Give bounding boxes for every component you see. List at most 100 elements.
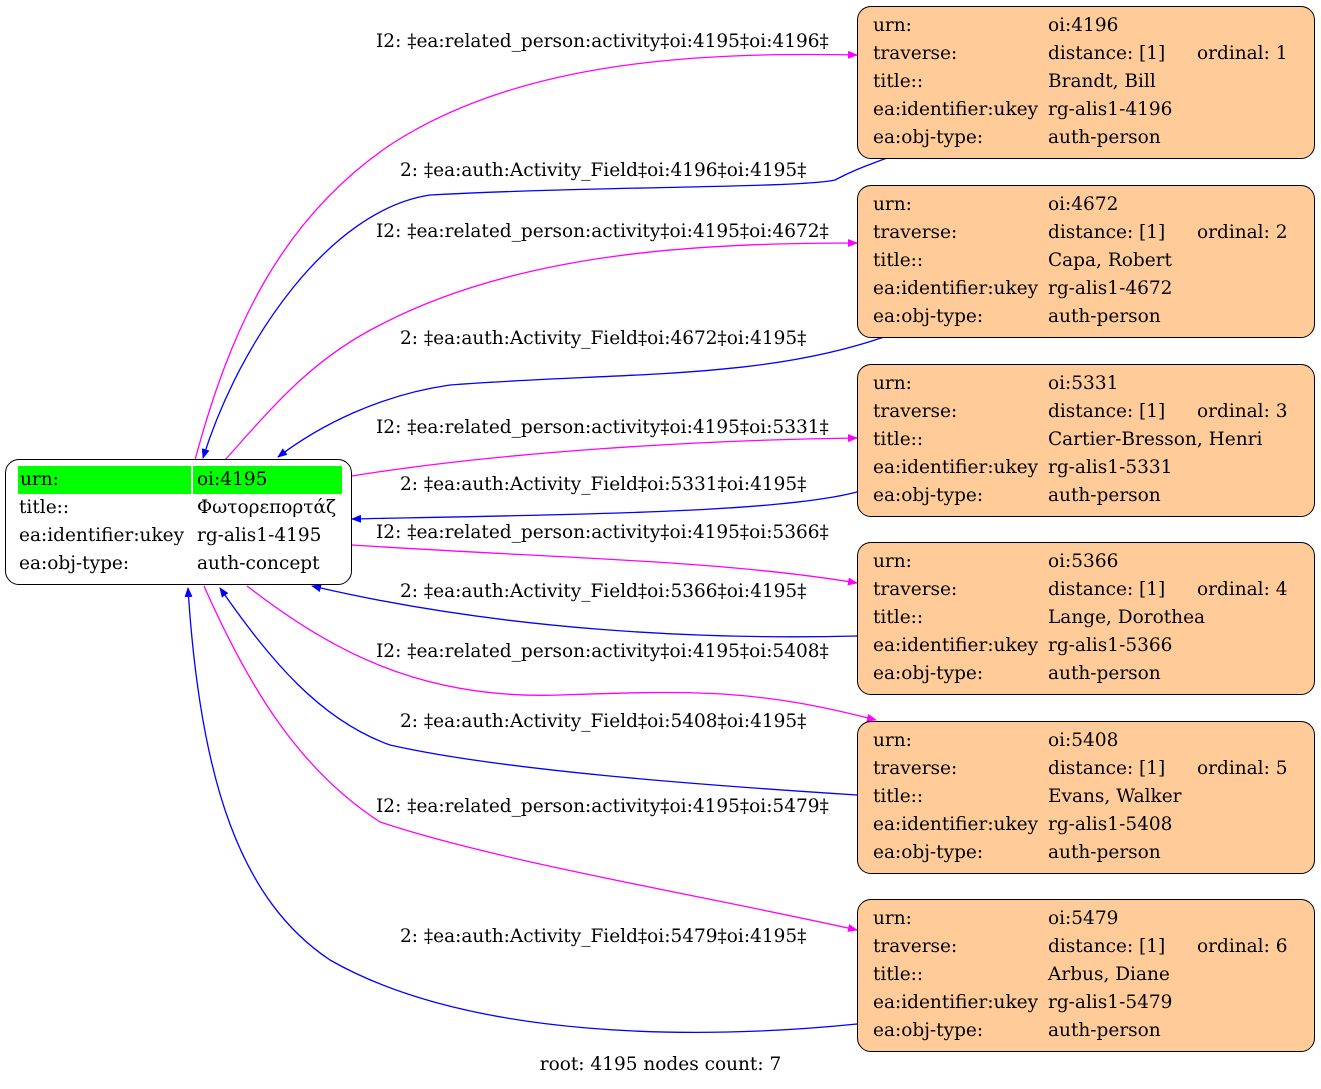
urn-value: oi:5479 <box>1048 908 1119 929</box>
title-label: title:: <box>873 964 924 985</box>
root-ukey-label: ea:identifier:ukey <box>19 525 185 546</box>
title-value: Brandt, Bill <box>1048 71 1156 92</box>
ukey-value: rg-alis1-5479 <box>1048 992 1173 1013</box>
distance-value: distance: [1] <box>1048 936 1166 957</box>
title-label: title:: <box>873 429 924 450</box>
type-label: ea:obj-type: <box>873 485 984 506</box>
urn-value: oi:5331 <box>1048 373 1119 394</box>
type-value: auth-person <box>1048 485 1161 506</box>
edge-label-back-5479: 2: ‡ea:auth:Activity_Field‡oi:5479‡oi:41… <box>400 926 807 947</box>
urn-label: urn: <box>873 908 912 929</box>
type-label: ea:obj-type: <box>873 663 984 684</box>
root-title-row: title:: Φωτορεπορτάζ <box>19 494 351 522</box>
root-ukey-value: rg-alis1-4195 <box>197 525 322 546</box>
type-label: ea:obj-type: <box>873 127 984 148</box>
ordinal-value: ordinal: 6 <box>1197 936 1288 957</box>
ukey-value: rg-alis1-5366 <box>1048 635 1173 656</box>
type-value: auth-person <box>1048 842 1161 863</box>
edge-out-4196 <box>194 50 858 461</box>
urn-label: urn: <box>873 194 912 215</box>
edge-back-5408 <box>219 587 858 796</box>
edge-label-back-4196: 2: ‡ea:auth:Activity_Field‡oi:4196‡oi:41… <box>400 160 807 181</box>
title-value: Lange, Dorothea <box>1048 607 1206 628</box>
edge-label-out-5408: I2: ‡ea:related_person:activity‡oi:4195‡… <box>376 641 829 662</box>
title-label: title:: <box>873 250 924 271</box>
root-type-value: auth-concept <box>197 553 320 574</box>
urn-value: oi:4196 <box>1048 15 1119 36</box>
edge-out-5479 <box>203 585 858 932</box>
person-node[interactable]: urn:oi:4196 traverse:distance: [1]ordina… <box>857 6 1315 159</box>
edge-back-5479 <box>184 587 858 1033</box>
traverse-label: traverse: <box>873 936 958 957</box>
type-value: auth-person <box>1048 1020 1161 1041</box>
edge-out-5331 <box>351 434 858 477</box>
title-value: Arbus, Diane <box>1048 964 1170 985</box>
root-urn-label: urn: <box>18 466 191 494</box>
type-label: ea:obj-type: <box>873 842 984 863</box>
ukey-value: rg-alis1-5408 <box>1048 814 1173 835</box>
type-label: ea:obj-type: <box>873 1020 984 1041</box>
urn-value: oi:4672 <box>1048 194 1119 215</box>
type-label: ea:obj-type: <box>873 306 984 327</box>
person-node[interactable]: urn: oi:5366 traverse: distance: [1] ordina… <box>857 542 1315 695</box>
edge-out-5408 <box>246 585 877 722</box>
edge-label-back-5366: 2: ‡ea:auth:Activity_Field‡oi:5366‡oi:41… <box>400 581 807 602</box>
traverse-label: traverse: <box>873 579 958 600</box>
urn-label: urn: <box>873 730 912 751</box>
title-value: Capa, Robert <box>1048 250 1172 271</box>
root-ukey-row: ea:identifier:ukey rg-alis1-4195 <box>19 522 351 550</box>
root-title-value: Φωτορεπορτάζ <box>197 497 337 518</box>
person-node[interactable]: urn: oi:4672 traverse: distance: [1] ordina… <box>857 185 1315 338</box>
ordinal-value: ordinal: 5 <box>1197 758 1288 779</box>
ordinal-value: ordinal: 3 <box>1197 401 1288 422</box>
edge-label-out-4196: I2: ‡ea:related_person:activity‡oi:4195‡… <box>376 31 829 52</box>
distance-value: distance: [1] <box>1048 43 1166 64</box>
ukey-label: ea:identifier:ukey <box>873 457 1039 478</box>
person-node[interactable]: urn:oi:5331 traverse:distance: [1]ordina… <box>857 364 1315 517</box>
distance-value: distance: [1] <box>1048 758 1166 779</box>
ukey-label: ea:identifier:ukey <box>873 635 1039 656</box>
root-node[interactable]: urn: oi:4195 title:: Φωτορεπορτάζ ea:ide… <box>5 459 352 585</box>
ukey-value: rg-alis1-4196 <box>1048 99 1173 120</box>
edge-back-5366 <box>311 584 858 638</box>
person-node[interactable]: urn: oi:5479 traverse: distance: [1] ordina… <box>857 899 1315 1052</box>
distance-value: distance: [1] <box>1048 222 1166 243</box>
root-type-row: ea:obj-type: auth-concept <box>19 550 351 578</box>
title-label: title:: <box>873 71 924 92</box>
urn-label: urn: <box>873 551 912 572</box>
ordinal-value: ordinal: 2 <box>1197 222 1288 243</box>
ordinal-value: ordinal: 4 <box>1197 579 1288 600</box>
urn-value: oi:5408 <box>1048 730 1119 751</box>
title-label: title:: <box>873 607 924 628</box>
urn-value: oi:5366 <box>1048 551 1119 572</box>
title-value: Evans, Walker <box>1048 786 1182 807</box>
ukey-label: ea:identifier:ukey <box>873 814 1039 835</box>
edge-back-4672 <box>277 336 885 458</box>
root-title-label: title:: <box>19 497 70 518</box>
edge-back-4196 <box>201 157 888 459</box>
edge-label-out-5331: I2: ‡ea:related_person:activity‡oi:4195‡… <box>376 417 829 438</box>
root-urn-value: oi:4195 <box>193 466 342 494</box>
ordinal-value: ordinal: 1 <box>1197 43 1288 64</box>
type-value: auth-person <box>1048 127 1161 148</box>
root-urn-row: urn: oi:4195 <box>18 466 351 494</box>
ukey-label: ea:identifier:ukey <box>873 99 1039 120</box>
type-value: auth-person <box>1048 306 1161 327</box>
ukey-label: ea:identifier:ukey <box>873 278 1039 299</box>
edge-label-back-4672: 2: ‡ea:auth:Activity_Field‡oi:4672‡oi:41… <box>400 328 807 349</box>
edge-label-back-5331: 2: ‡ea:auth:Activity_Field‡oi:5331‡oi:41… <box>400 474 807 495</box>
edge-label-back-5408: 2: ‡ea:auth:Activity_Field‡oi:5408‡oi:41… <box>400 711 807 732</box>
title-label: title:: <box>873 786 924 807</box>
type-value: auth-person <box>1048 663 1161 684</box>
title-value: Cartier-Bresson, Henri <box>1048 429 1263 450</box>
distance-value: distance: [1] <box>1048 579 1166 600</box>
traverse-label: traverse: <box>873 758 958 779</box>
traverse-label: traverse: <box>873 222 958 243</box>
edge-label-out-5479: I2: ‡ea:related_person:activity‡oi:4195‡… <box>376 796 829 817</box>
edge-out-5366 <box>351 544 858 586</box>
person-node[interactable]: urn: oi:5408 traverse: distance: [1] ordina… <box>857 721 1315 874</box>
ukey-label: ea:identifier:ukey <box>873 992 1039 1013</box>
traverse-label: traverse: <box>873 401 958 422</box>
ukey-value: rg-alis1-5331 <box>1048 457 1173 478</box>
